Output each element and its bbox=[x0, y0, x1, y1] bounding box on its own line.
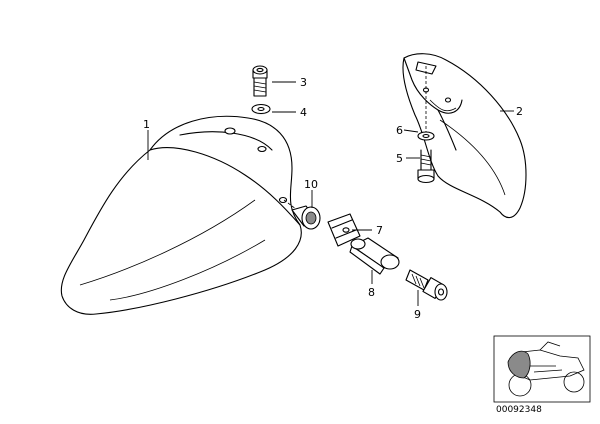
spacer-10 bbox=[283, 199, 321, 230]
callout-1: 1 bbox=[143, 118, 150, 131]
front-fender bbox=[60, 115, 302, 315]
callout-2: 2 bbox=[516, 105, 523, 118]
leader-lines bbox=[147, 81, 514, 306]
washer-6 bbox=[417, 131, 435, 141]
washer-4 bbox=[251, 103, 271, 115]
motorcycle-thumbnail bbox=[493, 335, 591, 403]
callout-4: 4 bbox=[300, 106, 307, 119]
callout-3: 3 bbox=[300, 76, 307, 89]
callout-9: 9 bbox=[414, 308, 421, 321]
callout-5: 5 bbox=[396, 152, 403, 165]
callout-6: 6 bbox=[396, 124, 403, 137]
screw-5 bbox=[417, 149, 435, 184]
fender-side-panel bbox=[402, 53, 527, 219]
screw-9 bbox=[405, 269, 448, 301]
screw-3 bbox=[252, 65, 268, 97]
callout-7: 7 bbox=[376, 224, 383, 237]
sleeve-8 bbox=[349, 237, 400, 275]
callout-10: 10 bbox=[304, 178, 318, 191]
clip-nut-7 bbox=[327, 213, 361, 247]
callout-numbers: 1 2 3 4 5 6 7 8 9 10 bbox=[143, 76, 523, 321]
callout-8: 8 bbox=[368, 286, 375, 299]
drawing-code: 00092348 bbox=[496, 405, 542, 415]
